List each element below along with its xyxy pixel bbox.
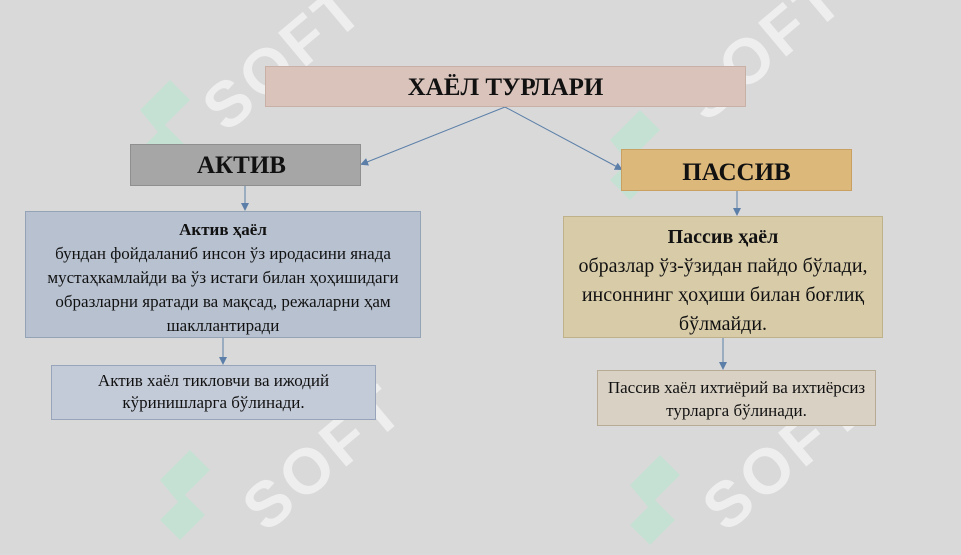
- passive-node: ПАССИВ: [621, 149, 852, 191]
- active-node: АКТИВ: [130, 144, 361, 186]
- passive-subtypes: Пассив хаёл ихтиёрий ва ихтиёрсиз турлар…: [597, 370, 876, 426]
- active-description: Актив ҳаёл бундан фойдаланиб инсон ўз ир…: [25, 211, 421, 338]
- passive-description: Пассив ҳаёл образлар ўз-ўзидан пайдо бўл…: [563, 216, 883, 338]
- connector-title-to-active: [360, 106, 506, 166]
- active-description-body: бундан фойдаланиб инсон ўз иродасини яна…: [47, 244, 399, 335]
- connector-title-to-passive: [504, 106, 623, 170]
- diagram-title: ХАЁЛ ТУРЛАРИ: [265, 66, 746, 107]
- passive-description-body: образлар ўз-ўзидан пайдо бўлади, инсонни…: [578, 255, 868, 335]
- active-subtypes: Актив хаёл тикловчи ва ижодий кўринишлар…: [51, 365, 376, 420]
- connector-lines: [219, 106, 741, 370]
- passive-description-head: Пассив ҳаёл: [667, 226, 779, 248]
- active-description-head: Актив ҳаёл: [179, 220, 267, 239]
